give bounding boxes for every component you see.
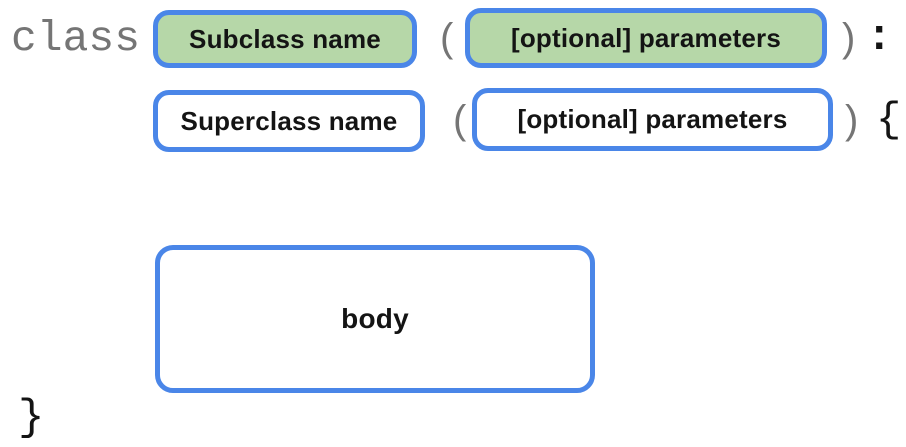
subclass-name-box: Subclass name [153, 10, 417, 68]
body-box: body [155, 245, 595, 393]
class-keyword: class [11, 13, 141, 63]
subclass-open-paren: ( [440, 15, 454, 60]
body-label: body [341, 303, 409, 334]
superclass-params-box: [optional] parameters [472, 88, 833, 151]
subclass-name-label: Subclass name [189, 23, 381, 54]
class-open-brace: { [876, 96, 902, 144]
superclass-params-label: [optional] parameters [517, 104, 788, 134]
superclass-name-box: Superclass name [153, 90, 425, 152]
class-close-brace: } [18, 393, 45, 443]
subclass-close-paren: ) [842, 15, 856, 60]
superclass-name-label: Superclass name [180, 105, 398, 136]
superclass-close-paren: ) [845, 97, 859, 142]
inheritance-colon: : [866, 13, 893, 63]
subclass-params-box: [optional] parameters [465, 8, 827, 68]
subclass-params-label: [optional] parameters [510, 22, 782, 53]
superclass-open-paren: ( [453, 97, 467, 142]
